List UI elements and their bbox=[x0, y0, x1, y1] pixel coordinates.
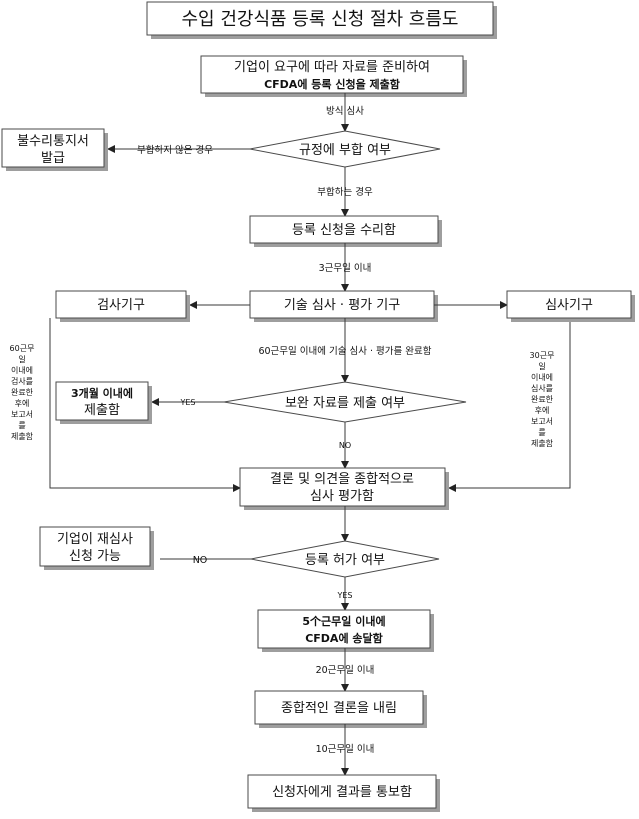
node-submit-3m: 3개월 이내에 제출함 bbox=[55, 381, 152, 424]
title-box: 수입 건강식품 등록 신청 절차 흐름도 bbox=[146, 1, 497, 39]
left-note-line: 이내에 bbox=[11, 365, 33, 375]
node-deliver-cfda: 5个근무일 이내에 CFDA에 송달함 bbox=[257, 609, 434, 652]
right-note-line: 를 bbox=[538, 428, 545, 437]
node-inspect-org-label: 검사기구 bbox=[97, 298, 145, 313]
right-note-line: 심사를 bbox=[531, 383, 553, 393]
node-submit-3m-line2: 제출함 bbox=[84, 403, 120, 418]
node-approval: 등록 허가 여부 bbox=[250, 540, 440, 578]
node-accept: 등록 신청을 수리함 bbox=[249, 215, 442, 247]
node-supplement-label: 보완 자료를 제출 여부 bbox=[285, 396, 405, 411]
left-note-line: 후에 bbox=[15, 399, 30, 408]
label-within-10: 10근무일 이내 bbox=[316, 744, 375, 755]
left-note-line: 제출함 bbox=[11, 431, 34, 441]
node-reject-line1: 불수리통지서 bbox=[17, 134, 89, 149]
node-final-conclusion: 종합적인 결론을 내림 bbox=[254, 690, 427, 728]
node-accept-label: 등록 신청을 수리함 bbox=[292, 223, 396, 238]
label-no-supplement: NO bbox=[339, 441, 351, 450]
node-notify-label: 신청자에게 결과를 통보함 bbox=[272, 785, 412, 800]
left-note-line: 일 bbox=[18, 355, 25, 364]
node-reject-line2: 발급 bbox=[41, 151, 65, 166]
node-final-conclusion-label: 종합적인 결론을 내림 bbox=[281, 701, 397, 716]
node-reject-notice: 불수리통지서 발급 bbox=[1, 128, 108, 171]
edge-review-conclusion bbox=[448, 322, 571, 492]
right-note-line: 일 bbox=[538, 362, 545, 371]
node-conclusion: 결론 및 의견을 종합적으로 심사 평가함 bbox=[239, 467, 449, 510]
right-note-line: 제출함 bbox=[531, 438, 554, 448]
label-within-3: 3근무일 이내 bbox=[319, 263, 372, 274]
node-deliver-line2: CFDA에 송달함 bbox=[305, 631, 383, 645]
left-note-line: 완료한 bbox=[11, 388, 34, 397]
node-deliver-line1: 5个근무일 이내에 bbox=[302, 614, 385, 628]
left-note-line: 를 bbox=[18, 421, 25, 430]
node-conclusion-line1: 결론 및 의견을 종합적으로 bbox=[270, 472, 414, 487]
node-reapply-line2: 신청 가능 bbox=[69, 549, 121, 564]
page-title: 수입 건강식품 등록 신청 절차 흐름도 bbox=[181, 9, 458, 30]
node-submit-line1: 기업이 요구에 따라 자료를 준비하여 bbox=[234, 60, 430, 75]
node-submit-3m-line1: 3개월 이내에 bbox=[71, 386, 133, 400]
label-yes-supplement: YES bbox=[179, 398, 195, 407]
left-note-line: 보고서 bbox=[11, 410, 33, 419]
label-within-60: 60근무일 이내에 기술 심사 · 평가를 완료함 bbox=[258, 346, 431, 357]
label-conform: 부합하는 경우 bbox=[317, 186, 373, 198]
node-check-rule-label: 규정에 부합 여부 bbox=[299, 143, 391, 158]
node-reapply: 기업이 재심사 신청 가능 bbox=[39, 526, 154, 570]
left-note-line: 60근무 bbox=[10, 344, 35, 353]
label-within-20: 20근무일 이내 bbox=[316, 665, 375, 676]
left-note: 60근무 일 이내에 검사를 완료한 후에 보고서 를 제출함 bbox=[10, 344, 35, 441]
node-notify: 신청자에게 결과를 통보함 bbox=[247, 774, 440, 812]
label-format-review: 방식 심사 bbox=[326, 106, 364, 117]
node-submit-line2: CFDA에 등록 신청을 제출함 bbox=[264, 77, 400, 91]
node-supplement: 보완 자료를 제출 여부 bbox=[223, 381, 467, 423]
node-tech-review-label: 기술 심사 · 평가 기구 bbox=[284, 298, 400, 313]
node-submit: 기업이 요구에 따라 자료를 준비하여 CFDA에 등록 신청을 제출함 bbox=[200, 55, 467, 97]
right-note-line: 후에 bbox=[535, 406, 550, 415]
node-reapply-line1: 기업이 재심사 bbox=[57, 532, 133, 547]
node-review-org-label: 심사기구 bbox=[545, 298, 593, 313]
right-note-line: 30근무 bbox=[530, 351, 555, 360]
node-check-rule: 규정에 부합 여부 bbox=[249, 130, 441, 168]
edge-inspect-conclusion bbox=[49, 318, 241, 492]
label-no-approval: NO bbox=[193, 555, 208, 566]
label-not-conform: 부합하지 않은 경우 bbox=[137, 144, 213, 156]
node-approval-label: 등록 허가 여부 bbox=[305, 553, 385, 568]
right-note-line: 보고서 bbox=[531, 417, 553, 426]
right-note-line: 완료한 bbox=[531, 395, 554, 404]
node-conclusion-line2: 심사 평가함 bbox=[310, 489, 374, 504]
right-note-line: 이내에 bbox=[531, 372, 553, 382]
node-inspect-org: 검사기구 bbox=[55, 290, 190, 322]
node-tech-review: 기술 심사 · 평가 기구 bbox=[249, 290, 438, 322]
right-note: 30근무 일 이내에 심사를 완료한 후에 보고서 를 제출함 bbox=[530, 351, 555, 448]
label-yes-approval: YES bbox=[336, 591, 352, 600]
node-review-org: 심사기구 bbox=[506, 290, 635, 322]
left-note-line: 검사를 bbox=[11, 376, 33, 386]
